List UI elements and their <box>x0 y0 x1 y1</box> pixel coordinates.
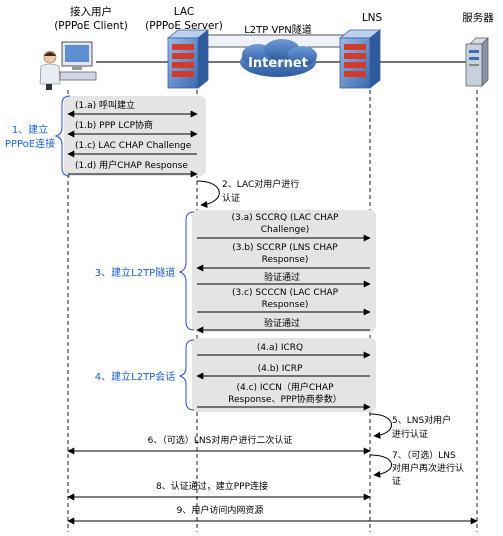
msg-3b-line2: Response) <box>262 255 309 265</box>
msg-4a: (4.a) ICRQ <box>257 343 303 353</box>
msg-3b-line1: (3.b) SCCRP (LNS CHAP <box>232 243 338 253</box>
msg-3c-line1: (3.c) SCCCN (LAC CHAP <box>232 288 339 298</box>
phase4-label: 4、建立L2TP会话 <box>95 370 175 383</box>
user-subtitle: (PPPoE Client) <box>54 20 128 32</box>
lac-title: LAC <box>174 6 194 18</box>
msg-1a: (1.a) 呼叫建立 <box>75 99 135 111</box>
phase3-brace <box>178 211 195 331</box>
cloud-label: Internet <box>248 56 308 71</box>
msg-8: 8、认证通过，建立PPP连接 <box>156 480 268 492</box>
lac-subtitle: (PPPoE Server) <box>145 20 223 32</box>
internet-cloud-icon <box>240 39 317 77</box>
selfloop-2 <box>196 180 220 208</box>
server-icon <box>465 37 489 87</box>
step2-line1: 2、LAC对用户进行 <box>222 178 299 190</box>
msg-4c-line1: (4.c) ICCN（用户CHAP <box>236 381 334 393</box>
msg-4b: (4.b) ICRP <box>258 364 303 374</box>
msg-3a-line2: Challenge) <box>261 225 310 235</box>
msg-verify-2: 验证通过 <box>264 317 300 329</box>
pc-user-icon <box>39 41 97 90</box>
step2-line2: 认证 <box>222 192 240 204</box>
msg-1b: (1.b) PPP LCP协商 <box>75 119 153 131</box>
step7-line3: 证 <box>392 476 401 487</box>
msg-6: 6、（可选）LNS对用户进行二次认证 <box>148 434 293 446</box>
step5-line1: 5、LNS对用户 <box>392 414 451 426</box>
phase1-brace <box>54 95 71 177</box>
phase3-label: 3、建立L2TP隧道 <box>95 266 175 279</box>
phase1-label-line1: 1、建立 <box>12 123 48 136</box>
msg-1c: (1.c) LAC CHAP Challenge <box>75 141 192 151</box>
selfloop-7 <box>369 454 392 478</box>
user-title: 接入用户 <box>70 5 112 18</box>
step7-line1: 7、（可选）LNS <box>392 449 456 461</box>
lns-device-icon <box>338 29 382 89</box>
lns-title: LNS <box>362 12 383 24</box>
server-title: 服务器 <box>462 11 494 24</box>
msg-verify-1: 验证通过 <box>264 271 300 283</box>
step7-line2: 对用户再次进行认 <box>392 462 464 474</box>
phase3-panel <box>192 210 376 332</box>
msg-3c-line2: Response) <box>262 300 309 310</box>
msg-1d: (1.d) 用户CHAP Response <box>75 159 188 171</box>
lac-device-icon <box>166 29 210 89</box>
msg-9: 9、用户访问内网资源 <box>177 504 264 516</box>
msg-3a-line1: (3.a) SCCRQ (LAC CHAP <box>232 213 340 223</box>
msg-4c-line2: Response、PPP协商参数） <box>228 393 342 405</box>
selfloop-5 <box>369 413 392 439</box>
phase4-panel <box>192 338 376 412</box>
step5-line2: 进行认证 <box>392 428 428 440</box>
phase1-label-line2: PPPoE连接 <box>5 137 55 150</box>
phase4-brace <box>178 339 195 411</box>
tunnel-label: L2TP VPN隧道 <box>244 23 312 36</box>
